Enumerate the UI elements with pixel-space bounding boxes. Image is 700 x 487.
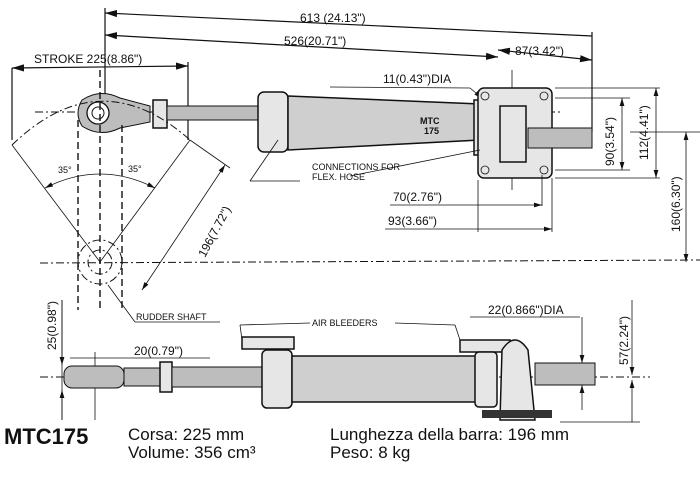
piston-rod bbox=[166, 105, 263, 121]
mount-bracket-side bbox=[499, 339, 536, 421]
mount-hole-icon bbox=[480, 165, 490, 175]
dim-mount-hole: 11(0.43")DIA bbox=[383, 72, 451, 86]
dimension-line-stroke bbox=[11, 62, 189, 72]
centerline bbox=[39, 259, 700, 264]
tiller-limit-line bbox=[99, 139, 191, 263]
body-mark-175: 175 bbox=[424, 126, 439, 136]
model-name: MTC175 bbox=[4, 424, 89, 449]
base-plate bbox=[482, 410, 552, 418]
lock-nut-side bbox=[159, 361, 173, 393]
leader-line bbox=[349, 149, 481, 177]
spec-weight: Peso: 8 kg bbox=[330, 443, 411, 462]
spec-column-2: Lunghezza della barra: 196 mm Peso: 8 kg bbox=[330, 426, 569, 462]
leader-line bbox=[249, 139, 279, 182]
dimension-line-196 bbox=[141, 164, 226, 291]
spec-column-1: Corsa: 225 mm Volume: 356 cm³ bbox=[128, 426, 256, 462]
label-flex-hose: FLEX. HOSE bbox=[312, 172, 365, 182]
piston-rod-side bbox=[171, 366, 265, 388]
mount-hole-icon bbox=[539, 165, 549, 175]
dim-angle-right: 35° bbox=[128, 164, 142, 174]
dim-block-height-outer: 112(4.41") bbox=[637, 105, 651, 160]
rod-eye-side bbox=[63, 365, 125, 389]
top-view: 613 (24.13") 526(20.71") 87(3.42") STROK… bbox=[11, 8, 700, 323]
rudder-shaft-inner bbox=[87, 249, 113, 275]
dimension-line-526 bbox=[104, 32, 499, 60]
end-cap bbox=[257, 91, 289, 153]
dimension-line-87 bbox=[497, 47, 593, 63]
dim-centerline-offset: 160(6.30") bbox=[669, 176, 683, 232]
dim-body-length: 526(20.71") bbox=[284, 34, 346, 48]
dim-overall-length: 613 (24.13") bbox=[300, 11, 366, 25]
dim-rod-diameter: 22(0.866")DIA bbox=[488, 303, 564, 317]
leader-line bbox=[394, 322, 456, 326]
bracket bbox=[499, 105, 527, 163]
label-rudder-shaft: RUDDER SHAFT bbox=[136, 312, 207, 322]
dimension-line-613 bbox=[104, 9, 593, 37]
mount-hole-icon bbox=[480, 91, 490, 101]
dim-eye-height: 25(0.98") bbox=[45, 301, 59, 350]
rod-out-side bbox=[534, 362, 596, 386]
end-cap-side bbox=[261, 349, 293, 409]
eye-pin bbox=[91, 106, 105, 120]
lock-nut bbox=[152, 99, 168, 129]
air-bleeder-left bbox=[241, 336, 295, 350]
dim-stroke: STROKE 225(8.86") bbox=[34, 52, 142, 66]
cylinder-body-side bbox=[291, 355, 478, 403]
dim-angle-left: 35° bbox=[58, 165, 72, 175]
dim-block-height-inner: 90(3.54") bbox=[603, 117, 617, 166]
body-mark-mtc: MTC bbox=[420, 116, 440, 126]
leader-line bbox=[239, 322, 311, 326]
cylinder-body bbox=[287, 95, 481, 151]
dim-block-offset: 87(3.42") bbox=[515, 44, 564, 58]
dim-total-height: 57(2.24") bbox=[617, 316, 631, 365]
leader-line bbox=[454, 324, 461, 341]
side-view: 25(0.98") 20(0.79") AIR BLEEDERS 22(0.86… bbox=[40, 300, 650, 423]
extension-line bbox=[189, 139, 231, 169]
leader-line bbox=[107, 284, 136, 323]
swing-arc bbox=[11, 100, 191, 146]
rod-out bbox=[527, 127, 593, 149]
dim-tiller-length: 196(7.72") bbox=[195, 204, 233, 260]
rod-end bbox=[123, 367, 161, 387]
tiller-limit-line bbox=[11, 144, 101, 263]
spec-stroke: Corsa: 225 mm bbox=[128, 425, 245, 444]
eye-hole bbox=[86, 101, 110, 125]
leader-line bbox=[329, 86, 471, 89]
dim-block-width-outer: 93(3.66") bbox=[388, 214, 437, 228]
rudder-shaft-circle bbox=[77, 239, 123, 285]
spec-tiller-length: Lunghezza della barra: 196 mm bbox=[330, 425, 570, 444]
end-cap-right bbox=[474, 351, 498, 408]
spec-volume: Volume: 356 cm³ bbox=[128, 443, 256, 462]
label-air-bleeders: AIR BLEEDERS bbox=[312, 318, 378, 328]
dim-eye-width: 20(0.79") bbox=[134, 344, 183, 358]
dim-block-width-inner: 70(2.76") bbox=[393, 190, 442, 204]
label-connections: CONNECTIONS FOR bbox=[312, 162, 401, 172]
mount-hole-icon bbox=[539, 91, 549, 101]
